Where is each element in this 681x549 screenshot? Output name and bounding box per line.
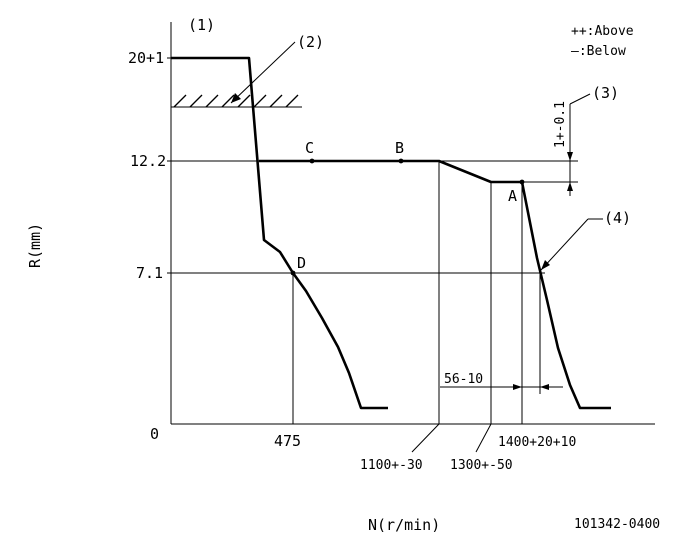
point-d-marker	[290, 270, 296, 276]
idle-curve	[171, 56, 388, 410]
leader-1300	[475, 423, 492, 453]
y-tick-label-0: 0	[150, 425, 159, 443]
stop-hatching	[173, 94, 299, 108]
point-c-marker	[309, 158, 315, 164]
x-tick-label-1300: 1300+-50	[450, 458, 513, 473]
point-a-marker	[519, 179, 525, 185]
point-d-label: D	[297, 254, 306, 272]
point-b-marker	[398, 158, 404, 164]
leader-2-arrowhead	[231, 93, 241, 103]
dimension-gap-label: 1+-0.1	[553, 101, 568, 148]
dimension-offset-label: 56-10	[444, 372, 483, 387]
x-tick-label-1100: 1100+-30	[360, 458, 423, 473]
callout-4: (4)	[604, 209, 631, 227]
y-tick-label-20: 20+1	[128, 49, 164, 67]
full-load-curve	[259, 159, 611, 410]
leader-4-arrowhead	[541, 260, 550, 270]
gap-arrowhead-bottom	[567, 182, 573, 191]
legend-below: —:Below	[571, 44, 626, 59]
x-axis-title: N(r/min)	[368, 516, 440, 534]
point-b-label: B	[395, 139, 404, 157]
callout-2: (2)	[297, 33, 324, 51]
legend-above: ++:Above	[571, 24, 634, 39]
leader-3	[569, 93, 591, 105]
x-tick-label-1400: 1400+20+10	[498, 435, 576, 450]
leader-2	[230, 41, 296, 104]
y-tick-label-7-1: 7.1	[136, 264, 163, 282]
gap-arrowhead-top	[567, 152, 573, 161]
callout-3: (3)	[592, 84, 619, 102]
leader-4	[540, 218, 589, 271]
y-tick-label-12-2: 12.2	[130, 152, 166, 170]
drawing-number: 101342-0400	[574, 517, 660, 532]
offset-arrowhead-right	[540, 384, 549, 390]
callout-1: (1)	[188, 16, 215, 34]
point-c-label: C	[305, 139, 314, 157]
point-a-label: A	[508, 187, 517, 205]
y-axis-title: R(mm)	[26, 223, 44, 268]
leader-1100	[411, 423, 440, 453]
x-tick-label-475: 475	[274, 432, 301, 450]
offset-arrowhead-left	[513, 384, 522, 390]
